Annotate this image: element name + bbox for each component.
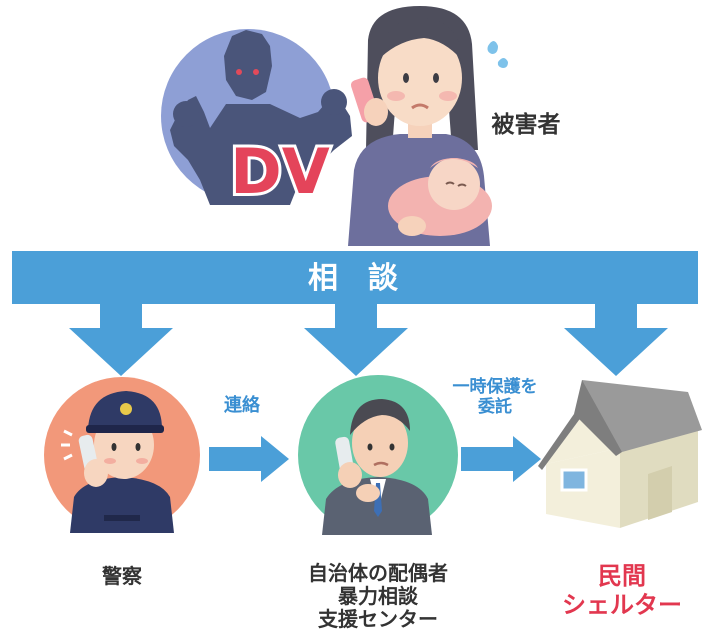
down-arrow-center	[304, 302, 408, 376]
victim-label: 被害者	[491, 112, 561, 138]
center-label-line: 暴力相談	[338, 584, 418, 608]
sweat-drop-icon	[497, 58, 508, 68]
dv-badge: DV	[230, 135, 329, 208]
victim-scene: DV	[161, 6, 508, 246]
baby	[388, 158, 492, 236]
house-icon	[538, 380, 702, 528]
shelter-label-line: シェルター	[562, 590, 682, 619]
center-label: 自治体の配偶者 暴力相談 支援センター	[262, 562, 494, 631]
center-label-line: 支援センター	[318, 607, 438, 631]
abuser-eye-left	[236, 69, 242, 75]
entrust-label-line: 一時保護を	[452, 377, 538, 397]
center-illustration	[298, 375, 458, 535]
right-arrow-contact	[209, 436, 289, 482]
victim-hand	[364, 98, 388, 126]
abuser-eye-right	[253, 69, 259, 75]
center-label-line: 自治体の配偶者	[308, 561, 448, 585]
right-arrow-entrust	[461, 436, 541, 482]
down-arrow-shelter	[564, 302, 668, 376]
down-arrow-police	[69, 302, 173, 376]
abuser-silhouette	[170, 30, 352, 205]
sweat-drop-icon	[487, 41, 498, 54]
shelter-label: 民間 シェルター	[540, 562, 704, 620]
shelter-label-line: 民間	[598, 562, 646, 590]
down-arrows	[69, 302, 668, 376]
contact-label: 連絡	[224, 395, 260, 416]
police-illustration	[44, 377, 200, 533]
police-label: 警察	[102, 564, 142, 588]
entrust-label: 一時保護を 委託	[432, 377, 558, 418]
consult-label: 相 談	[308, 261, 398, 296]
consult-band	[12, 251, 698, 304]
entrust-label-line: 委託	[478, 397, 512, 418]
